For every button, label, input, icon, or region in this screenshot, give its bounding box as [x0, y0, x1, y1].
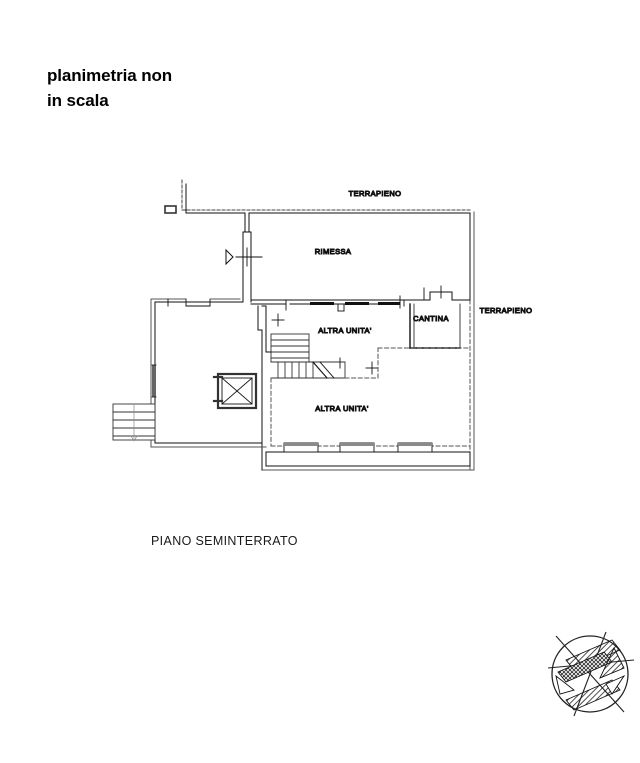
embankment-top-outline	[181, 179, 471, 211]
room-left-large	[150, 298, 267, 471]
label-terrapieno-right: TERRAPIENO	[480, 306, 533, 315]
room-altra-unita-upper	[261, 299, 400, 353]
door-swing-icon	[225, 247, 263, 267]
title-line-2: in scala	[47, 90, 109, 110]
detail-rectangle-icon	[164, 205, 177, 214]
label-rimessa: RIMESSA	[315, 247, 352, 256]
plan-geometry: TERRAPIENO RIMESSA TERRAPIENO CANTINA AL…	[112, 179, 533, 471]
label-altra-unita-lower: ALTRA UNITA'	[315, 404, 369, 413]
label-terrapieno-top: TERRAPIENO	[349, 189, 402, 198]
room-cantina	[403, 299, 461, 349]
bottom-corridor-strip	[265, 451, 471, 467]
interior-staircase	[270, 333, 379, 379]
outer-walls	[185, 183, 475, 471]
elevator-shaft	[212, 372, 258, 410]
room-altra-unita-lower	[270, 347, 471, 447]
label-altra-unita-upper: ALTRA UNITA'	[318, 326, 372, 335]
room-rimessa	[242, 212, 471, 309]
label-cantina: CANTINA	[413, 314, 449, 323]
window-openings	[283, 442, 433, 453]
room-labels: TERRAPIENO RIMESSA TERRAPIENO CANTINA AL…	[314, 189, 533, 414]
north-arrow-logo	[547, 631, 635, 717]
exterior-staircase	[112, 403, 156, 442]
plan-caption: PIANO SEMINTERRATO	[151, 534, 298, 548]
page-title: planimetria non in scala	[47, 64, 172, 113]
title-line-1: planimetria non	[47, 66, 173, 85]
